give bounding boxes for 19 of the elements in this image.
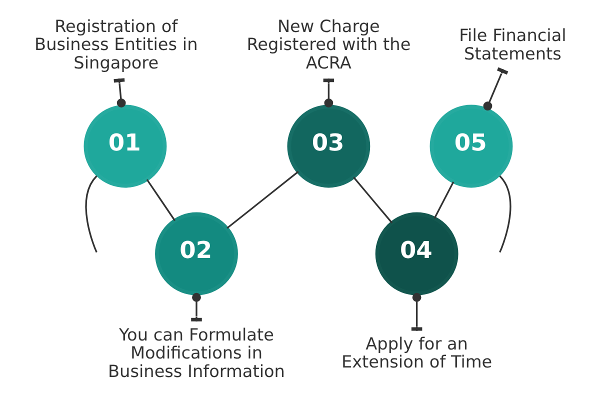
connector [433,182,454,219]
node-text: New Charge Registered with the ACRA [246,16,410,72]
node-text: Apply for an Extension of Time [340,334,492,372]
connector [113,78,126,108]
connector [498,176,511,253]
node-text: File Financial Statements [458,25,566,64]
connector [482,67,508,110]
node-circle: 02 [154,212,238,296]
node-circle: 01 [83,104,166,188]
node-text: Registration of Business Entities in Singapore [34,16,198,72]
connector [146,179,176,222]
connector [226,170,298,229]
node-circle: 04 [374,212,458,296]
connector [352,176,392,224]
node-circle: 03 [286,104,370,188]
node-circle: 05 [429,104,512,188]
node-text: You can Formulate Modifications in Business Information [108,324,284,381]
connector [84,176,97,253]
connector [190,292,202,322]
